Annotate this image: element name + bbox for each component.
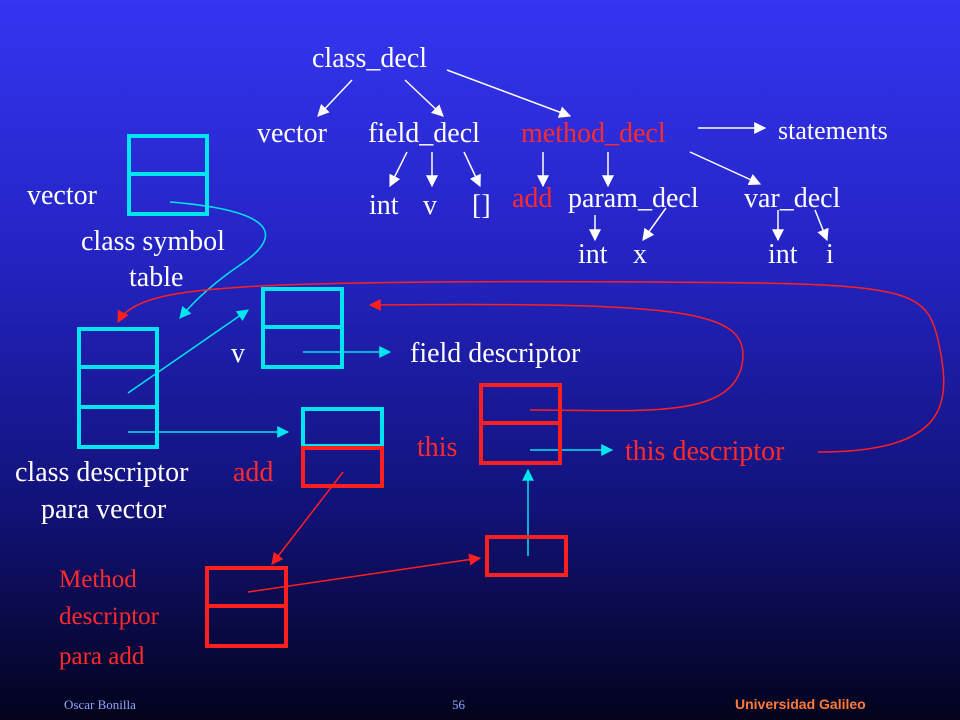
method-descriptor-cell-1: [205, 566, 288, 608]
tree-var-int: int: [768, 239, 798, 270]
label-method-descriptor-1: Method: [59, 566, 137, 593]
arrow-param-x: [642, 207, 667, 241]
label-class-descriptor-2: para vector: [41, 494, 167, 525]
tree-class-decl: class_decl: [312, 43, 428, 74]
arrow-root-field-decl: [404, 79, 444, 117]
tree-var-i: i: [826, 239, 834, 270]
label-class-symbol-table-1: class symbol: [81, 226, 225, 257]
class-symbol-table-cell-2: [127, 176, 209, 216]
footer-page-number: 56: [452, 697, 465, 712]
arrow-method-var: [689, 151, 762, 185]
class-symbol-table-cell-1: [127, 134, 209, 176]
tree-vector: vector: [257, 118, 327, 149]
tree-statements: statements: [778, 116, 888, 145]
tree-var-decl: var_decl: [744, 183, 841, 214]
label-this-descriptor: this descriptor: [625, 436, 785, 467]
method-descriptor-cell-2: [205, 608, 288, 648]
field-box-cell-1: [261, 287, 344, 329]
label-add: add: [233, 457, 274, 488]
class-descriptor-cell-3: [77, 409, 159, 449]
tree-method-add: add: [512, 183, 553, 214]
this-box-cell-2: [479, 425, 562, 465]
class-descriptor-cell-2: [77, 369, 159, 409]
label-method-descriptor-2: descriptor: [59, 603, 159, 630]
cyan-arrows: [127, 201, 614, 556]
label-method-descriptor-3: para add: [59, 643, 145, 670]
arrow-this-to-field-box: [368, 298, 744, 412]
label-this: this: [417, 432, 458, 463]
label-vector: vector: [27, 180, 97, 211]
tree-field-decl: field_decl: [368, 118, 480, 149]
add-box-cell-2: [301, 446, 384, 488]
arrow-field-int: [389, 151, 408, 188]
arrow-class-to-field-box: [127, 309, 249, 394]
arrow-root-vector: [317, 79, 353, 117]
tree-param-int: int: [578, 239, 608, 270]
arrow-root-method-decl: [446, 69, 572, 118]
tree-field-brackets: []: [472, 190, 491, 221]
footer-author: Oscar Bonilla: [64, 697, 136, 712]
arrow-field-brackets: [463, 151, 481, 188]
method-local-box: [485, 535, 568, 577]
label-class-descriptor-1: class descriptor: [15, 457, 189, 488]
tree-arrows: [317, 69, 829, 242]
arrow-symbol-to-class-descriptor: [169, 201, 267, 319]
tree-param-decl: param_decl: [568, 183, 699, 214]
tree-field-v: v: [423, 190, 437, 221]
label-v: v: [231, 338, 245, 369]
add-box-cell-1: [301, 407, 384, 448]
footer-institution: Universidad Galileo: [735, 696, 866, 712]
tree-field-int: int: [369, 190, 399, 221]
field-box-cell-2: [261, 329, 344, 369]
tree-method-decl: method_decl: [521, 118, 666, 149]
this-box-cell-1: [479, 383, 562, 425]
label-field-descriptor: field descriptor: [410, 338, 581, 369]
tree-param-x: x: [633, 239, 647, 270]
arrow-this-to-class-descriptor: [117, 280, 945, 453]
class-descriptor-cell-1: [77, 327, 159, 369]
label-class-symbol-table-2: table: [129, 262, 184, 293]
arrow-var-i: [814, 209, 829, 242]
